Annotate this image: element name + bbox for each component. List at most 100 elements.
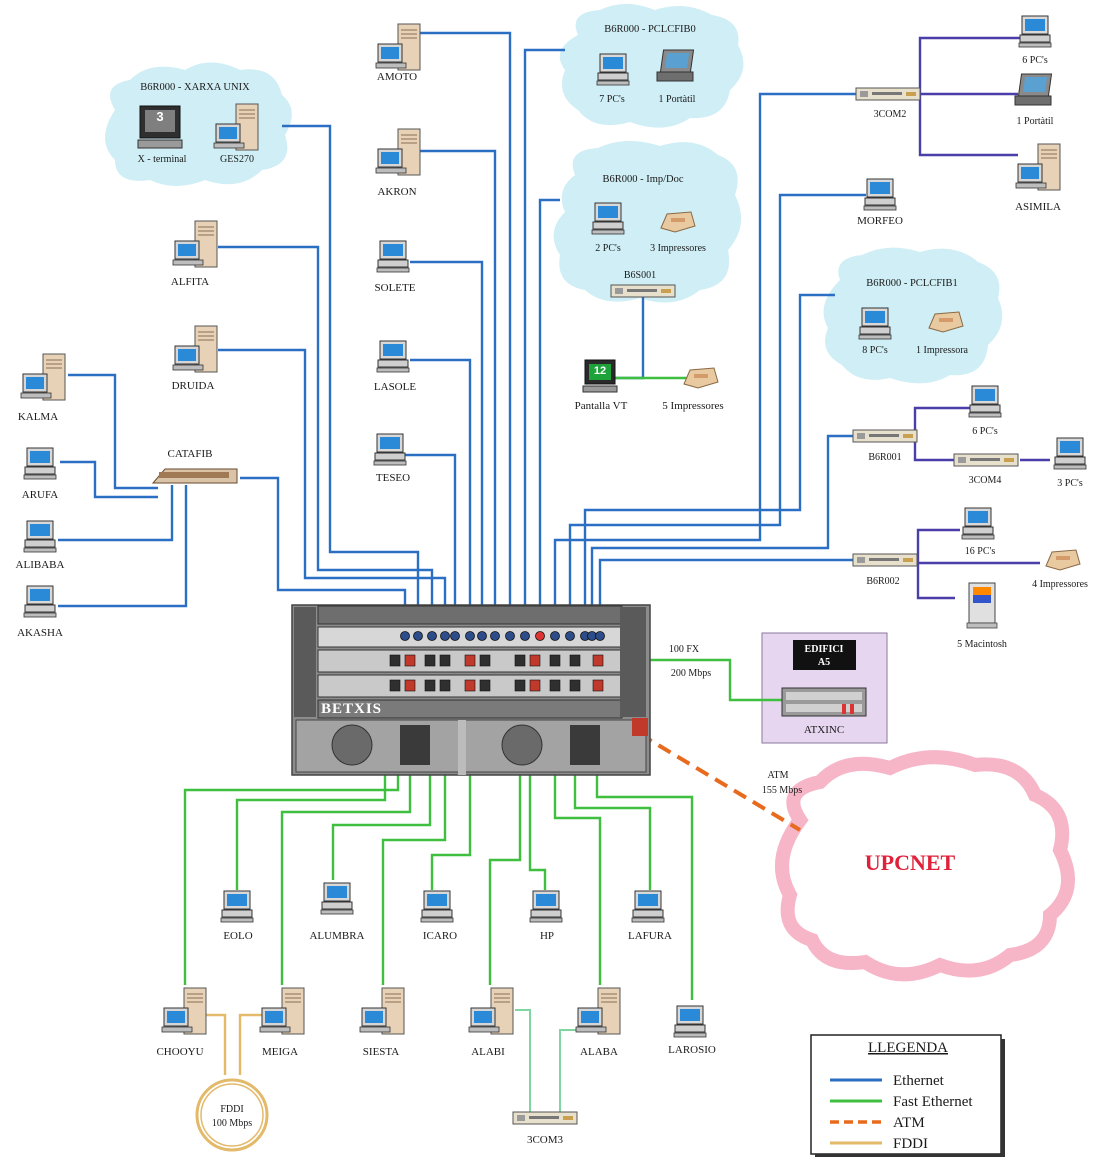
chooyu-label: CHOOYU — [156, 1046, 203, 1058]
link-b6r001 — [590, 434, 855, 605]
edifici-title-2: A5 — [818, 657, 830, 668]
xterminal-badge: 3 — [156, 109, 163, 124]
chassis-slot-port — [439, 679, 451, 692]
hp-icon — [529, 890, 563, 923]
link-b6r002-pcs — [916, 528, 960, 560]
3com2-pc-icon — [1018, 15, 1052, 48]
b6r002-label: B6R002 — [866, 576, 899, 587]
edifici-a5-banner — [793, 640, 856, 670]
impressores5-label: 5 Impressores — [662, 400, 723, 412]
chassis-port — [520, 631, 530, 641]
macintosh-icon — [966, 582, 998, 629]
chassis-slot-port — [464, 654, 476, 667]
chassis-port — [477, 631, 487, 641]
chassis-slot-port — [424, 679, 436, 692]
link-alfita — [218, 245, 434, 605]
atxinc-switch-icon — [781, 687, 867, 717]
impressores5-icon — [683, 367, 719, 389]
asimila-icon — [1015, 143, 1061, 191]
chassis-slot-port — [549, 679, 561, 692]
chassis-port — [565, 631, 575, 641]
link-alibaba — [58, 485, 174, 542]
alaba-icon — [575, 987, 621, 1035]
chassis-slot-port — [404, 654, 416, 667]
link-pclcfib1 — [583, 293, 835, 605]
chassis-port — [440, 631, 450, 641]
legend-label-atm: ATM — [893, 1115, 925, 1131]
legend: LLEGENDA Ethernet Fast Ethernet ATM FDDI — [810, 1034, 1005, 1157]
3com4-pc-icon — [1053, 437, 1087, 470]
pclcfib1-imp-label: 1 Impressora — [916, 345, 968, 356]
chassis-port — [505, 631, 515, 641]
druida-icon — [172, 325, 218, 373]
cloud-title-xarxa-unix: B6R000 - XARXA UNIX — [140, 82, 250, 93]
lafura-icon — [631, 890, 665, 923]
pclcfib0-pcs-label: 7 PC's — [599, 94, 625, 105]
cloud-upcnet — [775, 750, 1075, 982]
alibaba-label: ALIBABA — [16, 559, 65, 571]
lafura-label: LAFURA — [628, 930, 672, 942]
pclcfib1-pcs-label: 8 PC's — [862, 345, 888, 356]
impdoc-pcs-label: 2 PC's — [595, 243, 621, 254]
pantalla-vt-badge: 12 — [594, 365, 606, 377]
chassis-port — [535, 631, 545, 641]
xterminal-label: X - terminal — [138, 154, 187, 165]
chooyu-icon — [161, 987, 207, 1035]
b6r001-hub-icon — [852, 429, 918, 443]
druida-label: DRUIDA — [172, 380, 215, 392]
catafib-label: CATAFIB — [168, 448, 213, 460]
3com2-laptop-icon — [1014, 73, 1053, 106]
pclcfib0-portatil-label: 1 Portàtil — [659, 94, 696, 105]
3com2-pcs-label: 6 PC's — [1022, 55, 1048, 66]
solete-icon — [376, 240, 410, 273]
link-druida — [218, 348, 447, 605]
chassis-port — [465, 631, 475, 641]
siesta-icon — [359, 987, 405, 1035]
link-fddi-meiga — [238, 1013, 265, 1075]
pclcfib0-pc-icon — [596, 53, 630, 86]
3com2-hub-icon — [855, 87, 921, 101]
upcnet-label: UPCNET — [865, 850, 956, 875]
teseo-label: TESEO — [376, 472, 410, 484]
cloud-title-pclcfib0: B6R000 - PCLCFIB0 — [604, 24, 696, 35]
kalma-icon — [20, 353, 66, 401]
link-icaro — [430, 700, 472, 890]
link-b6r001-pcs — [913, 406, 970, 436]
chassis-port — [490, 631, 500, 641]
eolo-icon — [220, 890, 254, 923]
link-pclcfib0 — [523, 48, 565, 605]
link-3com2-pcs — [918, 36, 1020, 94]
chassis-slot-port — [404, 679, 416, 692]
alabi-label: ALABI — [471, 1046, 505, 1058]
atxinc-label: ATXINC — [804, 724, 844, 736]
chassis-slot-port — [592, 654, 604, 667]
teseo-icon — [373, 433, 407, 466]
atm-label-1: ATM — [767, 770, 788, 781]
link-3com2 — [553, 92, 858, 605]
3com4-label: 3COM4 — [969, 475, 1002, 486]
3com4-hub-icon — [953, 453, 1019, 467]
link-catafib — [240, 476, 407, 605]
impdoc-imp-label: 3 Impressores — [650, 243, 706, 254]
chassis-slot-port — [514, 679, 526, 692]
link-arufa — [60, 460, 158, 499]
link-alabi — [488, 700, 522, 985]
b6r002-hub-icon — [852, 553, 918, 567]
legend-label-fddi: FDDI — [893, 1136, 928, 1152]
solete-label: SOLETE — [375, 282, 416, 294]
link-impdoc — [538, 198, 560, 605]
link-atxinc — [610, 658, 782, 702]
alibaba-icon — [23, 520, 57, 553]
b6r002-pc-icon — [961, 507, 995, 540]
morfeo-label: MORFEO — [857, 215, 903, 227]
fx-label-1: 100 FX — [669, 644, 700, 655]
chassis-slot-port — [529, 654, 541, 667]
larosio-label: LAROSIO — [668, 1044, 716, 1056]
xterminal-icon — [137, 105, 183, 149]
alumbra-icon — [320, 882, 354, 915]
catafib-hub-icon — [151, 468, 238, 484]
kalma-label: KALMA — [18, 411, 58, 423]
legend-label-ethernet: Ethernet — [893, 1073, 945, 1089]
link-akron — [420, 149, 497, 605]
fddi-ring — [195, 1078, 269, 1152]
